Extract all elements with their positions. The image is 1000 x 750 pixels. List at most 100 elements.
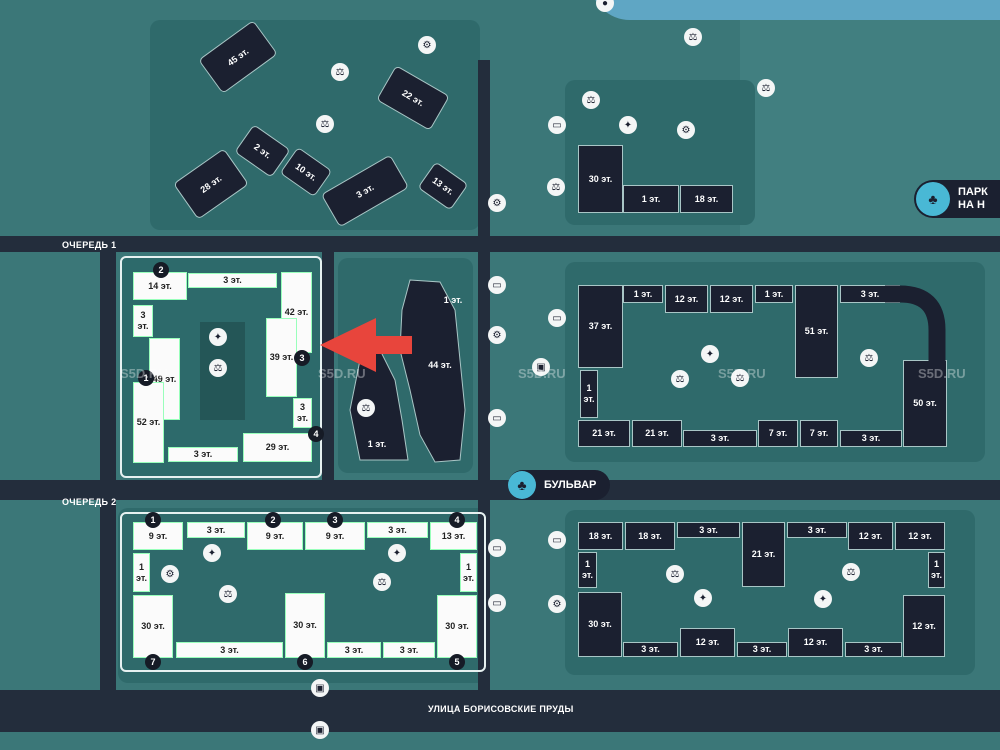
building[interactable]: 3 эт. bbox=[367, 522, 428, 538]
building[interactable]: 1 эт. bbox=[133, 553, 150, 592]
playground-icon[interactable]: ⚖ bbox=[582, 91, 600, 109]
building[interactable]: 3 эт. bbox=[845, 642, 902, 657]
building[interactable]: 50 эт. bbox=[903, 360, 947, 447]
section-number[interactable]: 1 bbox=[145, 512, 161, 528]
sport-icon[interactable]: ✦ bbox=[814, 590, 832, 608]
playground-icon[interactable]: ⚖ bbox=[209, 359, 227, 377]
building[interactable]: 3 эт. bbox=[683, 430, 757, 447]
building[interactable]: 3 эт. bbox=[737, 642, 787, 657]
building[interactable]: 18 эт. bbox=[578, 522, 623, 550]
building[interactable]: 3 эт. bbox=[383, 642, 435, 658]
building[interactable]: 3 эт. bbox=[293, 398, 312, 428]
building[interactable]: 30 эт. bbox=[133, 595, 173, 658]
building[interactable]: 51 эт. bbox=[795, 285, 838, 378]
building[interactable]: 39 эт. bbox=[266, 318, 297, 397]
section-number[interactable]: 6 bbox=[297, 654, 313, 670]
bike-icon[interactable]: ⚙ bbox=[418, 36, 436, 54]
building[interactable]: 21 эт. bbox=[742, 522, 785, 587]
playground-icon[interactable]: ⚖ bbox=[219, 585, 237, 603]
sport-icon[interactable]: ✦ bbox=[203, 544, 221, 562]
building[interactable]: 30 эт. bbox=[578, 145, 623, 213]
building[interactable]: 7 эт. bbox=[800, 420, 838, 447]
bench-icon[interactable]: ▭ bbox=[488, 539, 506, 557]
building[interactable]: 12 эт. bbox=[680, 628, 735, 657]
building[interactable]: 37 эт. bbox=[578, 285, 623, 368]
building-3-floors-curved[interactable] bbox=[880, 280, 950, 370]
building[interactable]: 12 эт. bbox=[848, 522, 893, 550]
building[interactable]: 1 эт. bbox=[623, 185, 679, 213]
building[interactable]: 1 эт. bbox=[755, 285, 793, 303]
building[interactable]: 52 эт. bbox=[133, 382, 164, 463]
section-number[interactable]: 7 bbox=[145, 654, 161, 670]
section-number[interactable]: 3 bbox=[294, 350, 310, 366]
building[interactable]: 1 эт. bbox=[928, 552, 945, 588]
section-number[interactable]: 1 bbox=[138, 370, 154, 386]
building[interactable]: 1 эт. bbox=[623, 285, 663, 303]
bike-icon[interactable]: ⚙ bbox=[488, 326, 506, 344]
building[interactable]: 30 эт. bbox=[578, 592, 622, 657]
bench-icon[interactable]: ▭ bbox=[548, 309, 566, 327]
bike-icon[interactable]: ⚙ bbox=[677, 121, 695, 139]
playground-icon[interactable]: ⚖ bbox=[842, 563, 860, 581]
playground-icon[interactable]: ⚖ bbox=[684, 28, 702, 46]
sport-icon[interactable]: ✦ bbox=[619, 116, 637, 134]
bench-icon[interactable]: ▭ bbox=[488, 409, 506, 427]
bench-icon[interactable]: ▭ bbox=[488, 276, 506, 294]
building[interactable]: 3 эт. bbox=[187, 522, 245, 538]
building[interactable]: 3 эт. bbox=[677, 522, 740, 538]
building[interactable]: 3 эт. bbox=[188, 273, 277, 288]
bike-icon[interactable]: ⚙ bbox=[161, 565, 179, 583]
section-number[interactable]: 5 bbox=[449, 654, 465, 670]
sport-icon[interactable]: ✦ bbox=[209, 328, 227, 346]
playground-icon[interactable]: ⚖ bbox=[373, 573, 391, 591]
playground-icon[interactable]: ⚖ bbox=[331, 63, 349, 81]
building[interactable]: 3 эт. bbox=[168, 447, 238, 462]
building[interactable]: 12 эт. bbox=[895, 522, 945, 550]
building-1-floor-label[interactable]: 1 эт. bbox=[367, 438, 387, 449]
playground-icon[interactable]: ⚖ bbox=[316, 115, 334, 133]
bus-icon[interactable]: ▣ bbox=[311, 721, 329, 739]
bike-icon[interactable]: ⚙ bbox=[548, 595, 566, 613]
building[interactable]: 12 эт. bbox=[903, 595, 945, 657]
sport-icon[interactable]: ✦ bbox=[694, 589, 712, 607]
section-number[interactable]: 3 bbox=[327, 512, 343, 528]
bench-icon[interactable]: ▭ bbox=[488, 594, 506, 612]
sport-icon[interactable]: ✦ bbox=[388, 544, 406, 562]
building[interactable]: 7 эт. bbox=[758, 420, 798, 447]
building[interactable]: 3 эт. bbox=[840, 430, 902, 447]
building-1-floor-south-shape[interactable] bbox=[349, 349, 409, 461]
playground-icon[interactable]: ⚖ bbox=[666, 565, 684, 583]
bus-icon[interactable]: ▣ bbox=[311, 679, 329, 697]
bike-icon[interactable]: ⚙ bbox=[488, 194, 506, 212]
building[interactable]: 3 эт. bbox=[787, 522, 847, 538]
building[interactable]: 21 эт. bbox=[632, 420, 682, 447]
bench-icon[interactable]: ▭ bbox=[548, 116, 566, 134]
section-number[interactable]: 4 bbox=[449, 512, 465, 528]
sport-icon[interactable]: ✦ bbox=[701, 345, 719, 363]
central-complex[interactable] bbox=[340, 270, 470, 470]
section-number[interactable]: 2 bbox=[265, 512, 281, 528]
building-44-floors-label[interactable]: 44 эт. bbox=[428, 359, 452, 370]
bus-icon[interactable]: ▣ bbox=[532, 358, 550, 376]
playground-icon[interactable]: ⚖ bbox=[671, 370, 689, 388]
building[interactable]: 3 эт. bbox=[133, 305, 153, 337]
building[interactable]: 18 эт. bbox=[680, 185, 733, 213]
playground-icon[interactable]: ⚖ bbox=[731, 369, 749, 387]
building[interactable]: 12 эт. bbox=[665, 285, 708, 313]
building[interactable]: 3 эт. bbox=[176, 642, 283, 658]
playground-icon[interactable]: ⚖ bbox=[860, 349, 878, 367]
building[interactable]: 9 эт. bbox=[133, 522, 183, 550]
building[interactable]: 30 эт. bbox=[437, 595, 477, 658]
building-1-floor-label[interactable]: 1 эт. bbox=[443, 294, 463, 305]
playground-icon[interactable]: ⚖ bbox=[757, 79, 775, 97]
building[interactable]: 1 эт. bbox=[460, 553, 477, 592]
building[interactable]: 12 эт. bbox=[710, 285, 753, 313]
boulevard-badge[interactable]: ♣ БУЛЬВАР bbox=[508, 470, 611, 500]
building[interactable]: 3 эт. bbox=[623, 642, 678, 657]
bench-icon[interactable]: ▭ bbox=[548, 531, 566, 549]
queue2-frame[interactable] bbox=[120, 512, 486, 672]
pin-icon[interactable]: ● bbox=[596, 0, 614, 12]
building[interactable]: 29 эт. bbox=[243, 433, 312, 462]
building[interactable]: 1 эт. bbox=[578, 552, 597, 588]
